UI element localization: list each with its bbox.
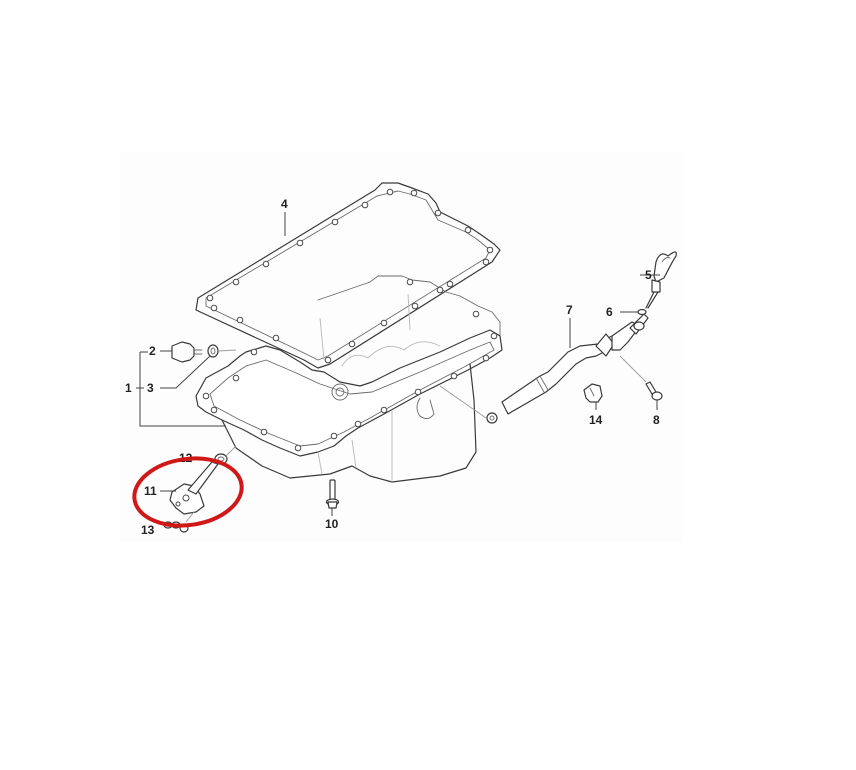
leader-line <box>185 511 195 523</box>
o-ring-part[interactable] <box>637 308 647 316</box>
callout-2: 2 <box>149 344 156 358</box>
leader-line <box>225 445 237 457</box>
drain-plug-part[interactable] <box>171 341 203 363</box>
callout-8: 8 <box>653 413 660 427</box>
callout-1: 1 <box>125 381 132 395</box>
callout-leaders <box>136 212 660 516</box>
callout-13: 13 <box>141 523 155 537</box>
leader-line <box>619 355 647 383</box>
oil-pan-part[interactable] <box>195 275 503 483</box>
highlight-circle <box>132 456 244 528</box>
callout-7: 7 <box>566 303 573 317</box>
callout-6: 6 <box>606 305 613 319</box>
dipstick-guide-tube-part[interactable] <box>486 313 649 424</box>
callout-5: 5 <box>645 268 652 282</box>
pan-gasket-part[interactable] <box>195 182 501 369</box>
callout-4: 4 <box>281 197 288 211</box>
callout-11: 11 <box>144 484 157 498</box>
leader-line <box>439 385 487 419</box>
callout-10: 10 <box>325 517 339 531</box>
pan-bolt-part[interactable] <box>325 479 340 509</box>
sealing-ring-part[interactable] <box>207 344 219 358</box>
leader-line <box>217 349 237 352</box>
callout-14: 14 <box>589 413 603 427</box>
tube-bracket-part[interactable] <box>583 383 603 403</box>
callout-3: 3 <box>147 381 154 395</box>
tube-bolt-part[interactable] <box>645 381 663 401</box>
oil-level-sensor-part[interactable] <box>169 461 219 515</box>
